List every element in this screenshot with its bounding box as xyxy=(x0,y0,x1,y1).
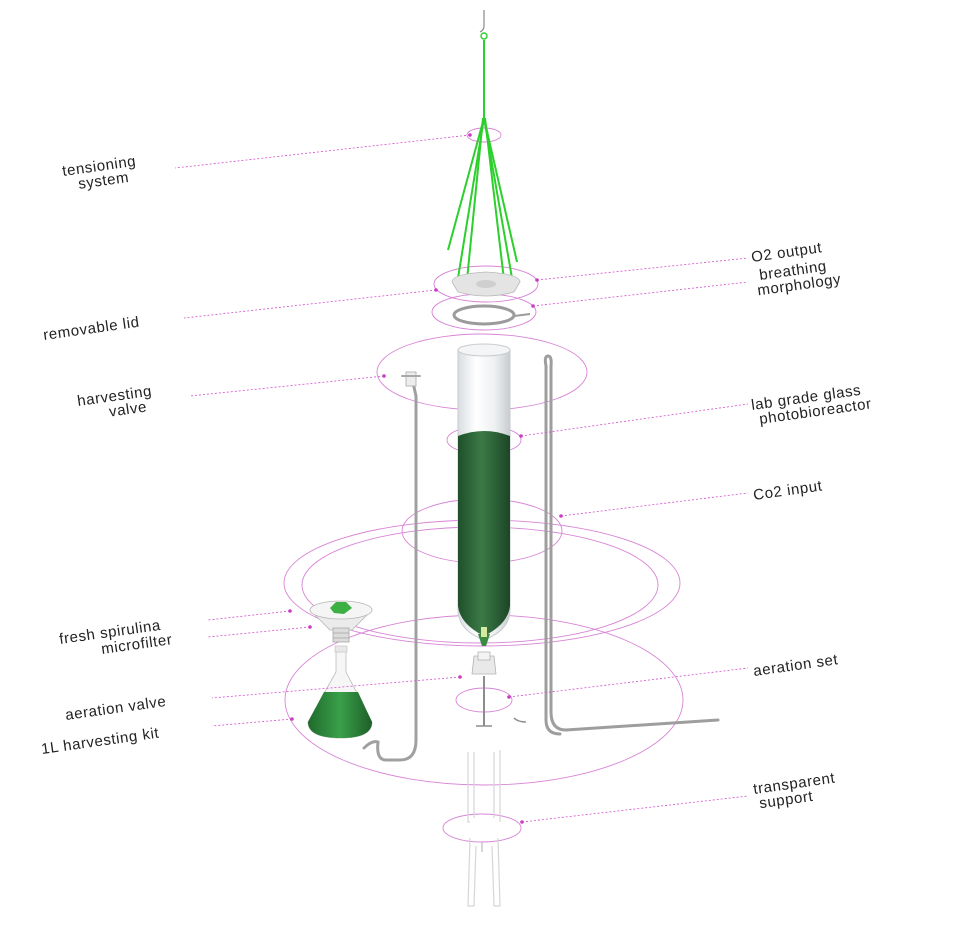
leader-lid xyxy=(183,289,437,319)
hanging-hook xyxy=(479,10,485,33)
co2-tube xyxy=(543,354,720,736)
culture-liquid xyxy=(458,431,510,636)
glass-photobioreactor xyxy=(457,343,511,646)
label-tensioning-system: tensioning system xyxy=(61,152,144,195)
aeration-set-part xyxy=(471,651,527,727)
ring-tensioning xyxy=(466,127,502,143)
leader-aeration-valve xyxy=(211,676,461,699)
microfilter-part xyxy=(309,600,373,643)
labels: tensioning system O2 output breathing mo… xyxy=(40,152,873,813)
label-aeration-valve: aeration valve xyxy=(64,693,167,724)
leader-lines xyxy=(174,133,749,824)
tensioning-system xyxy=(447,10,518,281)
ring-support xyxy=(442,813,522,843)
green-straps xyxy=(447,40,518,281)
label-harvesting-valve: harvesting valve xyxy=(76,382,160,425)
label-transparent-support: transparent support xyxy=(752,769,843,813)
ring-lid-top xyxy=(433,265,539,303)
label-aeration-set: aeration set xyxy=(752,651,839,680)
leader-breathing xyxy=(532,281,749,307)
leader-microfilter xyxy=(207,626,311,638)
leader-o2 xyxy=(536,257,749,281)
label-co2-input: Co2 input xyxy=(752,477,824,504)
transparent-support-part xyxy=(467,750,501,907)
leader-co2 xyxy=(560,492,749,517)
label-harvesting-kit: 1L harvesting kit xyxy=(40,725,160,758)
harvesting-tube xyxy=(362,371,421,762)
leader-harvesting xyxy=(189,375,385,397)
removable-lid-part xyxy=(451,271,531,326)
leader-spirulina xyxy=(207,610,291,621)
lid-gasket xyxy=(452,304,516,326)
spirulina-sample xyxy=(330,602,352,614)
harvesting-flask xyxy=(307,645,373,739)
leader-harvesting-kit xyxy=(211,718,293,727)
leader-tensioning xyxy=(174,134,471,169)
label-removable-lid: removable lid xyxy=(42,314,140,344)
leader-aeration-set xyxy=(508,667,749,698)
leader-support xyxy=(521,795,749,823)
leader-glass xyxy=(520,403,749,437)
label-lab-grade-glass: lab grade glass photobioreactor xyxy=(750,381,873,429)
